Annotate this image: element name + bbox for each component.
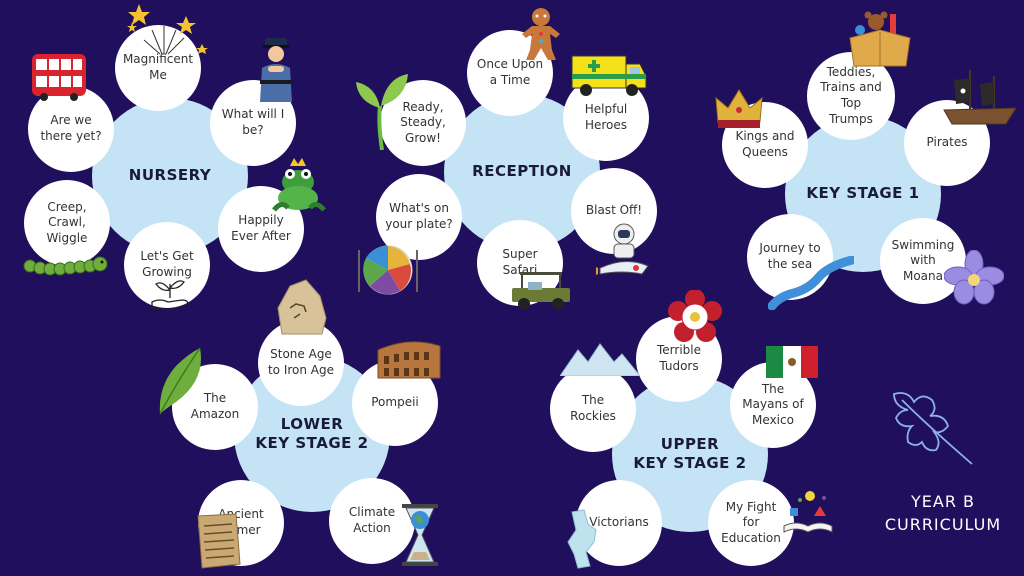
colosseum-icon xyxy=(377,341,441,379)
food-plate-icon xyxy=(358,245,418,295)
leaf-icon xyxy=(159,347,201,415)
safari-jeep-icon xyxy=(512,272,570,310)
caterpillar-icon xyxy=(23,256,108,276)
rock-painting-icon xyxy=(277,279,327,335)
toy-box-icon xyxy=(849,11,911,67)
topic-blast-off[interactable]: Blast Off! xyxy=(571,168,657,254)
books-icon xyxy=(783,491,833,533)
mexico-flag-icon xyxy=(766,346,818,378)
flower-icon xyxy=(944,250,1004,305)
footer-title: YEAR B CURRICULUM xyxy=(858,490,1024,536)
pirate-ship-icon xyxy=(943,70,1017,125)
topic-climate-action[interactable]: Climate Action xyxy=(329,478,415,564)
topic-the-rockies[interactable]: The Rockies xyxy=(550,366,636,452)
topic-creep-crawl-wiggle[interactable]: Creep, Crawl, Wiggle xyxy=(24,180,110,266)
crown-icon xyxy=(715,89,763,128)
astronaut-rocket-icon xyxy=(596,223,649,275)
hub-title-nursery: NURSERY xyxy=(128,166,212,185)
plant-hand-icon xyxy=(151,280,189,311)
topic-my-fight-for-education[interactable]: My Fight for Education xyxy=(708,480,794,566)
footer-line-1: YEAR B xyxy=(910,492,975,511)
oak-leaf-outline-icon xyxy=(893,392,973,465)
topic-teddies-trains-top-trumps[interactable]: Teddies, Trains and Top Trumps xyxy=(807,52,895,140)
clay-tablet-icon xyxy=(197,513,241,569)
topic-journey-to-the-sea[interactable]: Journey to the sea xyxy=(747,214,833,300)
topic-magnificent-me[interactable]: Magnificent Me xyxy=(115,25,201,111)
gingerbread-man-icon xyxy=(522,8,560,60)
footer-line-2: CURRICULUM xyxy=(884,515,1002,535)
hub-title-uks2: UPPER KEY STAGE 2 xyxy=(633,434,747,473)
ambulance-icon xyxy=(571,55,647,96)
stars-icon xyxy=(127,4,208,55)
topic-lets-get-growing[interactable]: Let's Get Growing xyxy=(124,222,210,308)
topic-swimming-with-moana[interactable]: Swimming with Moana xyxy=(880,218,966,304)
tudor-rose-icon xyxy=(668,290,722,342)
police-officer-icon xyxy=(260,38,292,102)
double-decker-bus-icon xyxy=(32,54,86,101)
hub-title-reception: RECEPTION xyxy=(472,162,572,181)
river-icon xyxy=(768,256,854,310)
frog-prince-icon xyxy=(272,158,326,212)
mountains-icon xyxy=(560,343,640,376)
topic-victorians[interactable]: Victorians xyxy=(576,480,662,566)
hub-title-lks2: LOWER KEY STAGE 2 xyxy=(255,414,369,453)
map-icon xyxy=(567,509,597,569)
hourglass-earth-icon xyxy=(402,504,438,566)
topic-once-upon-a-time[interactable]: Once Upon a Time xyxy=(467,30,553,116)
seedling-icon xyxy=(356,74,408,151)
hub-title-ks1: KEY STAGE 1 xyxy=(806,184,920,203)
